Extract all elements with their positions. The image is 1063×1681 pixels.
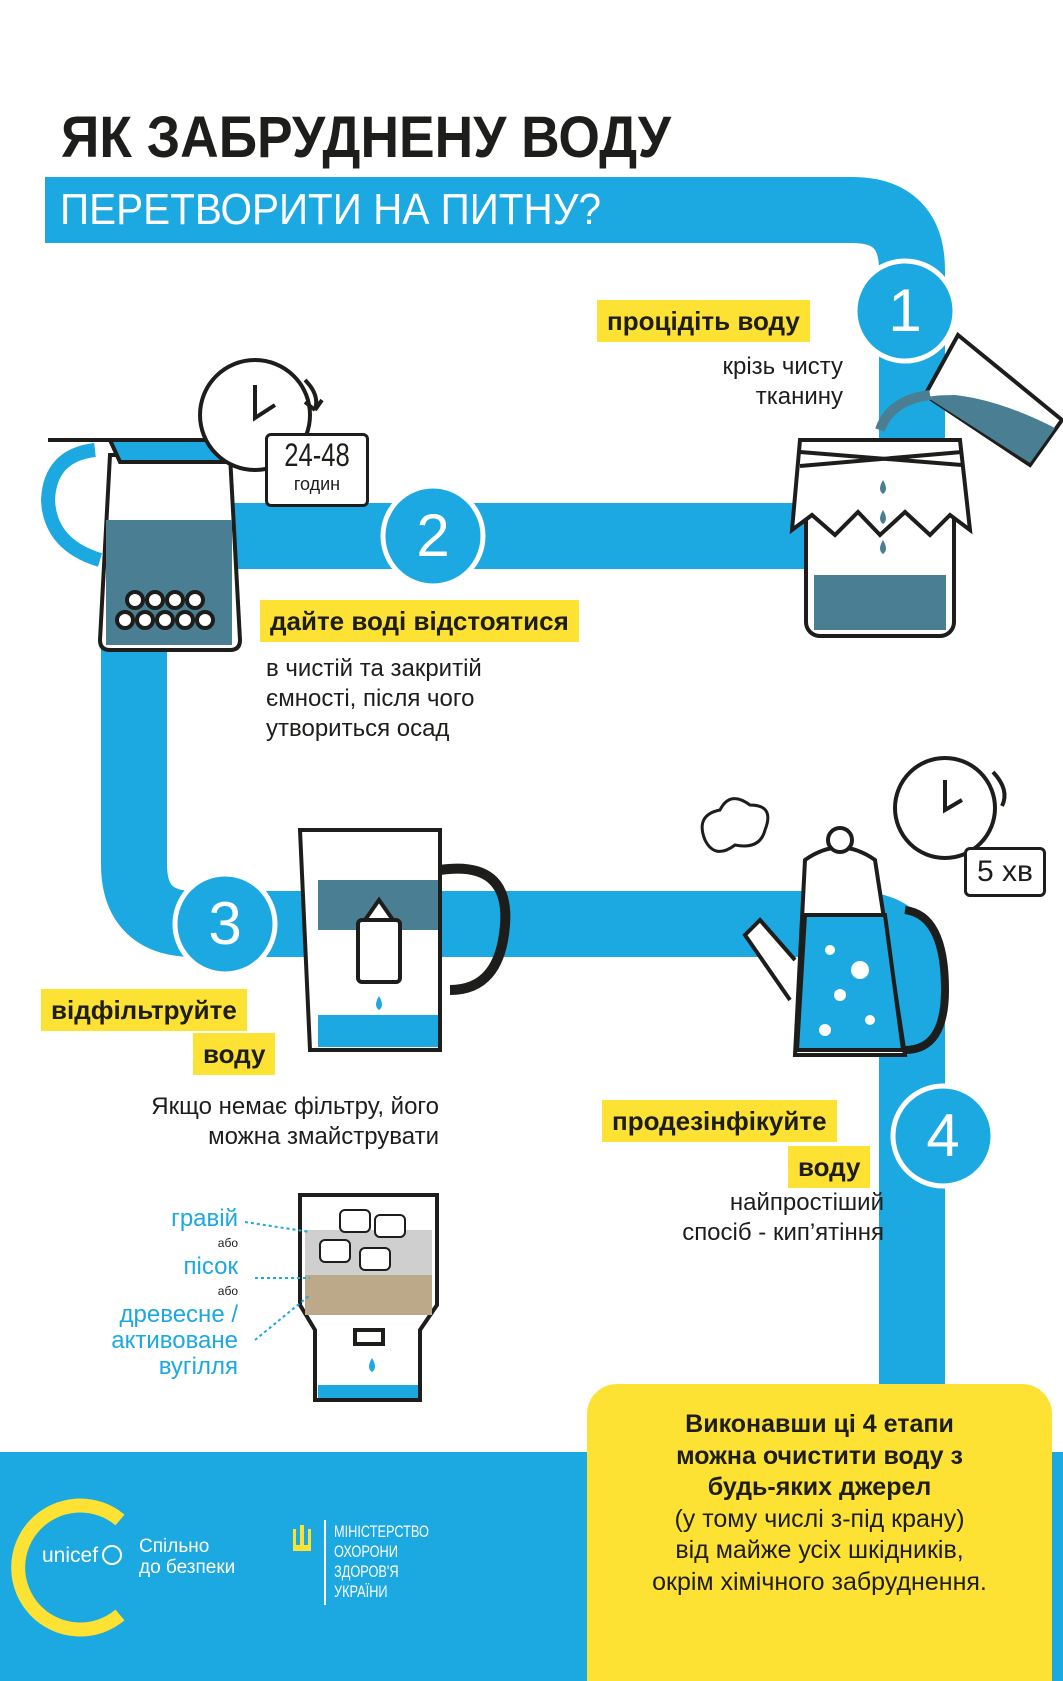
timer-value: 24-48	[284, 437, 350, 473]
unicef-ring-logo	[11, 1498, 125, 1637]
summary-line: від майже усіх шкідників,	[675, 1536, 964, 1564]
summary-line: будь-яких джерел	[707, 1473, 932, 1501]
filter-jug-illustration	[297, 828, 511, 1052]
step-4-label: продезінфікуйте	[602, 1100, 837, 1142]
sand-label: пісок	[183, 1253, 238, 1280]
diy-filter-illustration	[244, 1193, 439, 1402]
charcoal-label: активоване	[111, 1327, 238, 1354]
step-4-number: 4	[926, 1102, 960, 1169]
step-2-label: дайте воді відстоятися	[260, 600, 579, 642]
slogan: Спільно до безпеки	[139, 1536, 235, 1578]
summary-line: Виконавши ці 4 етапи	[685, 1410, 954, 1438]
ministry-logo-text: МІНІСТЕРСТВО ОХОРОНИ ЗДОРОВ'Я УКРАЇНИ	[334, 1522, 429, 1602]
step-3-label: відфільтруйте	[41, 989, 247, 1031]
desc-line: в чистій та закритій	[266, 655, 482, 682]
summary-line: можна очистити воду з	[676, 1441, 963, 1470]
clock-icon	[893, 756, 1007, 860]
page-title: ЯК ЗАБРУДНЕНУ ВОДУ	[61, 105, 672, 170]
trident-icon	[293, 1525, 311, 1551]
slogan-line: Спільно	[139, 1536, 210, 1557]
desc-line: утвориться осад	[266, 715, 450, 742]
timer-badge: 5 хв	[964, 847, 1046, 897]
timer-unit: годин	[293, 474, 341, 494]
step-1-description: крізь чисту тканину	[722, 352, 843, 412]
step-3-number: 3	[208, 890, 242, 957]
desc-line: крізь чисту	[722, 353, 843, 380]
page-subtitle: ПЕРЕТВОРИТИ НА ПИТНУ?	[60, 185, 601, 234]
ministry-line: ЗДОРОВ'Я	[334, 1562, 399, 1581]
summary-box: Виконавши ці 4 етапи можна очистити воду…	[587, 1384, 1052, 1681]
summary-line: (у тому числі з-під крану)	[674, 1504, 965, 1533]
desc-line: спосіб - кип’ятіння	[682, 1219, 884, 1246]
ministry-line: УКРАЇНИ	[334, 1582, 388, 1601]
slogan-line: до безпеки	[139, 1557, 236, 1578]
step-1-number: 1	[888, 277, 922, 344]
timer-badge: 24-48 годин	[265, 433, 369, 507]
or-label: або	[217, 1284, 238, 1298]
step-4-label-line2: воду	[788, 1146, 871, 1188]
charcoal-label: древесне /	[119, 1301, 238, 1328]
desc-line: найпростіший	[729, 1189, 884, 1216]
charcoal-label: вугілля	[158, 1353, 238, 1380]
gravel-label: гравій	[171, 1205, 238, 1232]
unicef-logo-text: unicef	[42, 1544, 99, 1567]
summary-line: окрім хімічного забруднення.	[652, 1567, 987, 1596]
step-4-description: найпростіший спосіб - кип’ятіння	[682, 1188, 884, 1248]
step-2-description: в чистій та закритій ємності, після чого…	[266, 654, 482, 744]
or-label: або	[217, 1236, 238, 1250]
filter-layer-labels: гравій або пісок або древесне / активова…	[58, 1206, 238, 1380]
desc-line: можна змайструвати	[208, 1123, 439, 1150]
desc-line: ємності, після чого	[266, 685, 475, 712]
step-3-description: Якщо немає фільтру, його можна змайструв…	[151, 1092, 439, 1152]
step-2-number: 2	[416, 502, 450, 569]
ministry-line: МІНІСТЕРСТВО	[334, 1522, 429, 1541]
desc-line: тканину	[755, 383, 843, 410]
ministry-line: ОХОРОНИ	[334, 1542, 398, 1561]
jar-illustration	[789, 438, 973, 638]
kettle-illustration	[700, 797, 950, 1057]
step-1-label: процідіть воду	[597, 300, 810, 342]
step-circles	[172, 258, 996, 1189]
desc-line: Якщо немає фільтру, його	[151, 1093, 439, 1120]
pitcher-illustration	[40, 438, 243, 652]
step-3-label-line2: воду	[193, 1033, 276, 1075]
glass-pouring-illustration	[875, 331, 1063, 468]
